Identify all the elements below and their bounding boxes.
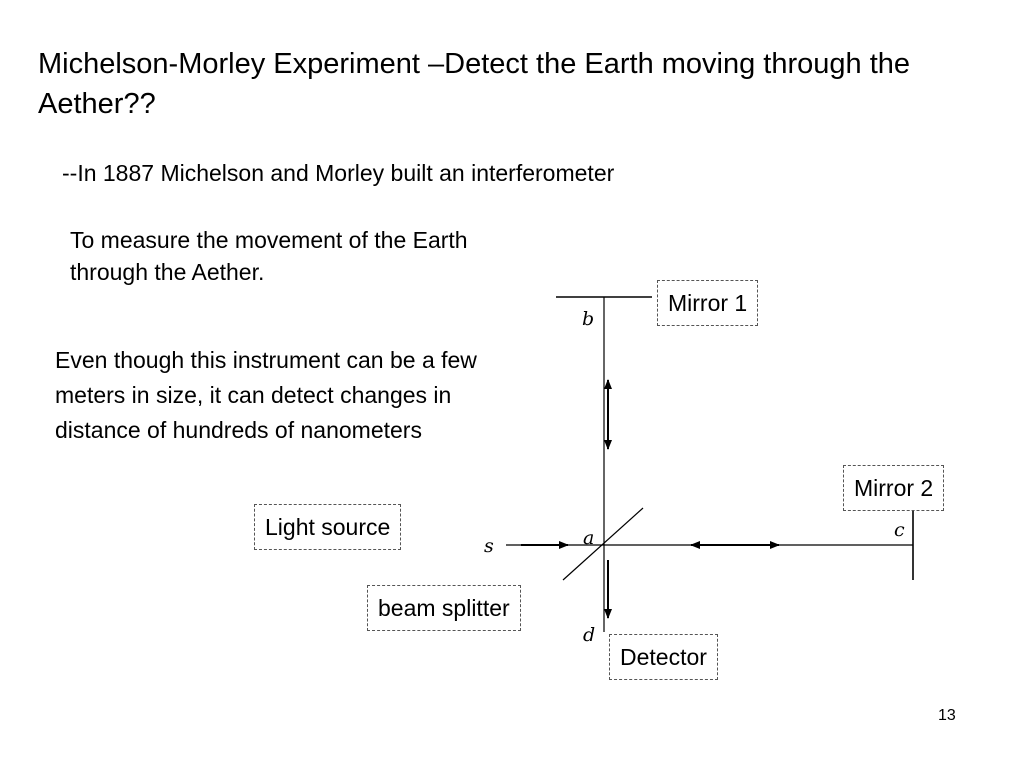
- detector-label: Detector: [609, 634, 718, 680]
- beam-splitter-line: [562, 507, 644, 581]
- beam-splitter-label: beam splitter: [367, 585, 521, 631]
- slide-title: Michelson-Morley Experiment –Detect the …: [38, 48, 911, 120]
- page-number: 13: [938, 707, 956, 724]
- light-source-label: Light source: [254, 504, 402, 550]
- mirror-2-label: Mirror 2: [843, 465, 945, 511]
- sensitivity-text: Even though this instrument can be a few…: [55, 347, 477, 443]
- point-d-label: d: [583, 624, 595, 646]
- point-b-label: b: [582, 308, 594, 330]
- mirror-1-label: Mirror 1: [657, 280, 759, 326]
- point-s-label: s: [484, 535, 494, 557]
- point-c-label: c: [894, 519, 905, 541]
- point-a-label: a: [583, 527, 594, 549]
- slide-subtitle: --In 1887 Michelson and Morley built an …: [62, 160, 615, 186]
- purpose-text: To measure the movement of the Earth thr…: [70, 227, 468, 285]
